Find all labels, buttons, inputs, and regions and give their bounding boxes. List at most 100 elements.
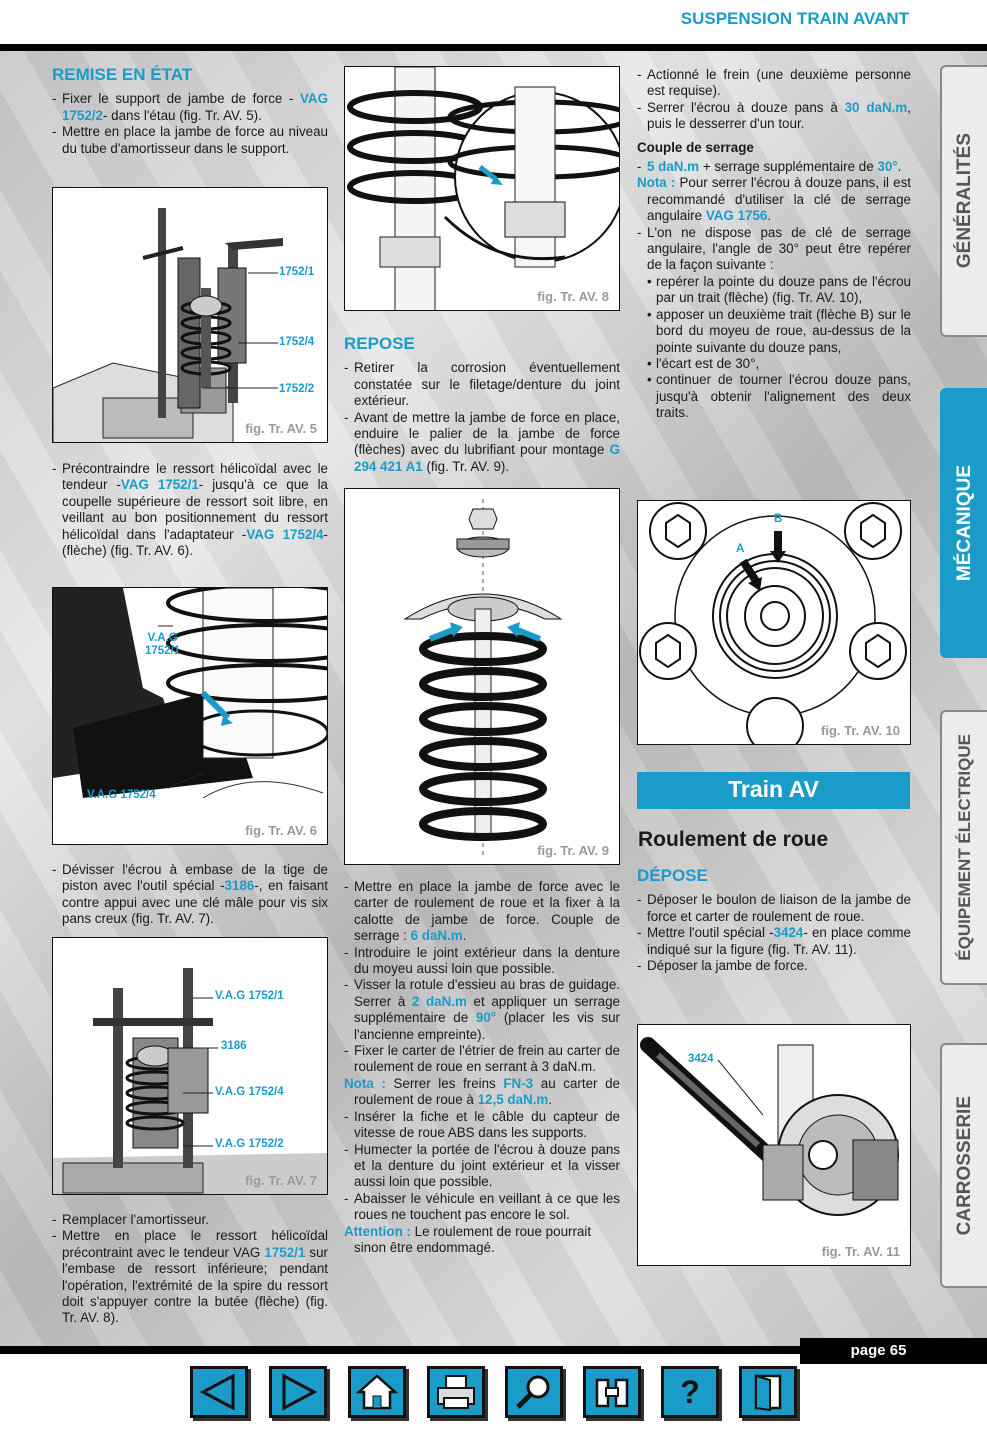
figure-9-illustration [345,489,619,864]
list-item: Déposer le boulon de liaison de la jambe… [637,892,911,925]
section-heading-depose: DÉPOSE [637,866,708,885]
figure-label: 3424 [688,1053,714,1065]
exit-door-icon [754,1374,782,1412]
magnifier-icon [516,1375,550,1409]
home-button[interactable] [348,1366,406,1418]
figure-caption: fig. Tr. AV. 6 [245,823,317,838]
list-item: Déposer la jambe de force. [637,958,911,975]
next-page-button[interactable] [269,1366,327,1418]
list-item: Précontraindre le ressort hélicoïdal ave… [52,461,328,559]
column-3-depose: DÉPOSE Déposer le boulon de liaison de l… [637,866,911,975]
figure-8-illustration [345,67,619,310]
tab-equipement-electrique[interactable]: ÉQUIPEMENT ÉLECTRIQUE [940,710,987,985]
attention-note: Attention : Le roulement de roue pourrai… [344,1223,592,1255]
figure-caption: fig. Tr. AV. 8 [537,289,609,304]
column-1-mid: Précontraindre le ressort hélicoïdal ave… [52,461,328,559]
column-2-repose: REPOSE Retirer la corrosion éventuelleme… [344,334,620,476]
tab-carrosserie[interactable]: CARROSSERIE [940,1043,987,1288]
nota-note: Nota : Pour serrer l'écrou à douze pans,… [637,175,911,224]
figure-caption: fig. Tr. AV. 5 [245,421,317,436]
list-item: Abaisser le véhicule en veillant à ce qu… [344,1191,620,1224]
couple-de-serrage-title: Couple de serrage [637,139,754,155]
print-button[interactable] [427,1366,485,1418]
section-heading-remise-en-etat: REMISE EN ÉTAT [52,65,193,84]
figure-tr-av-5: 1752/1 1752/4 1752/2 fig. Tr. AV. 5 [52,187,328,443]
figure-tr-av-9: fig. Tr. AV. 9 [344,488,620,865]
list-item: Introduire le joint extérieur dans la de… [344,945,620,978]
figure-caption: fig. Tr. AV. 9 [537,843,609,858]
figure-label: V.A.G 1752/4 [215,1086,284,1098]
list-item: 5 daN.m + serrage supplémentaire de 30°. [637,159,911,176]
sub-list-item: l'écart est de 30°, [637,356,911,373]
binoculars-icon [595,1378,629,1408]
arrow-right-icon [282,1373,318,1411]
figure-11-illustration [638,1025,910,1265]
figure-label: 1752/4 [279,336,315,348]
figure-tr-av-7: V.A.G 1752/1 3186 V.A.G 1752/4 V.A.G 175… [52,937,328,1195]
column-1-lower: Dévisser l'écrou à embase de la tige de … [52,862,328,928]
figure-label: V.A.G 1752/1 [215,990,284,1002]
list-item: Actionné le frein (une deuxième personne… [637,67,911,100]
list-item: Mettre en place la jambe de force au niv… [52,124,328,157]
column-1-bottom: Remplacer l'amortisseur. Mettre en place… [52,1212,328,1327]
list-item: Mettre l'outil spécial -3424- en place c… [637,925,911,958]
footer-bar [0,1354,987,1434]
list-item: Fixer le carter de l'étrier de frein au … [344,1043,620,1076]
tab-mecanique[interactable]: MÉCANIQUE [940,388,987,658]
help-icon: ? [680,1373,700,1410]
footer-rule [0,1346,987,1354]
figure-label-a: A [736,543,745,555]
column-1-top: REMISE EN ÉTAT Fixer le support de jambe… [52,65,328,157]
printer-icon [437,1375,475,1409]
roulement-de-roue-title: Roulement de roue [638,828,829,851]
header-rule [0,44,987,51]
tab-generalites[interactable]: GÉNÉRALITÉS [940,65,987,337]
figure-label: V.A.G 1752/2 [215,1138,284,1150]
figure-5-illustration [53,188,327,442]
page-number: page 65 [800,1338,987,1364]
list-item: Humecter la portée de l'écrou à douze pa… [344,1142,620,1191]
search-button[interactable] [505,1366,563,1418]
list-item: Avant de mettre la jambe de force en pla… [344,410,620,476]
home-icon [355,1374,399,1410]
list-item: Insérer la fiche et le câble du capteur … [344,1109,620,1142]
list-item: Mettre en place le ressort hélicoïdal pr… [52,1228,328,1326]
column-3-top: Actionné le frein (une deuxième personne… [637,67,911,422]
train-av-banner: Train AV [637,772,910,809]
list-item: Visser la rotule d'essieu au bras de gui… [344,977,620,1043]
figure-label: 1752/2 [279,383,315,395]
figure-6-illustration [53,588,327,844]
figure-caption: fig. Tr. AV. 10 [821,723,900,738]
nota-note: Nota : Serrer les freins FN-3 au carter … [344,1075,621,1108]
figure-10-illustration [638,501,910,744]
figure-tr-av-11: 3424 fig. Tr. AV. 11 [637,1024,911,1266]
sub-list-item: apposer un deuxième trait (flèche B) sur… [637,307,911,356]
top-bar [0,0,987,46]
list-item: Serrer l'écrou à douze pans à 30 daN.m, … [637,100,911,133]
figure-caption: fig. Tr. AV. 7 [245,1173,317,1188]
figure-label-b: B [774,513,783,525]
figure-caption: fig. Tr. AV. 11 [821,1244,900,1259]
page-header-title: SUSPENSION TRAIN AVANT [680,9,909,28]
contents-button[interactable] [583,1366,641,1418]
figure-label: V.A.G 1752/4 [87,789,156,801]
arrow-left-icon [199,1373,235,1411]
list-item: Retirer la corrosion éventuellement cons… [344,360,620,409]
section-heading-repose: REPOSE [344,334,415,353]
sub-list-item: continuer de tourner l'écrou douze pans,… [637,372,911,421]
figure-tr-av-8: fig. Tr. AV. 8 [344,66,620,311]
list-item: Fixer le support de jambe de force - VAG… [52,91,328,124]
figure-7-illustration [53,938,327,1194]
list-item: Remplacer l'amortisseur. [52,1212,328,1229]
column-2-bottom: Mettre en place la jambe de force avec l… [344,879,620,1256]
figure-tr-av-10: A B fig. Tr. AV. 10 [637,500,911,745]
sub-list-item: repérer la pointe du douze pans de l'écr… [637,274,911,307]
previous-page-button[interactable] [190,1366,248,1418]
figure-label: 3186 [221,1040,247,1052]
list-item: Mettre en place la jambe de force avec l… [344,879,620,945]
help-button[interactable]: ? [661,1366,719,1418]
list-item: L'on ne dispose pas de clé de serrage an… [637,225,911,274]
exit-button[interactable] [739,1366,797,1418]
